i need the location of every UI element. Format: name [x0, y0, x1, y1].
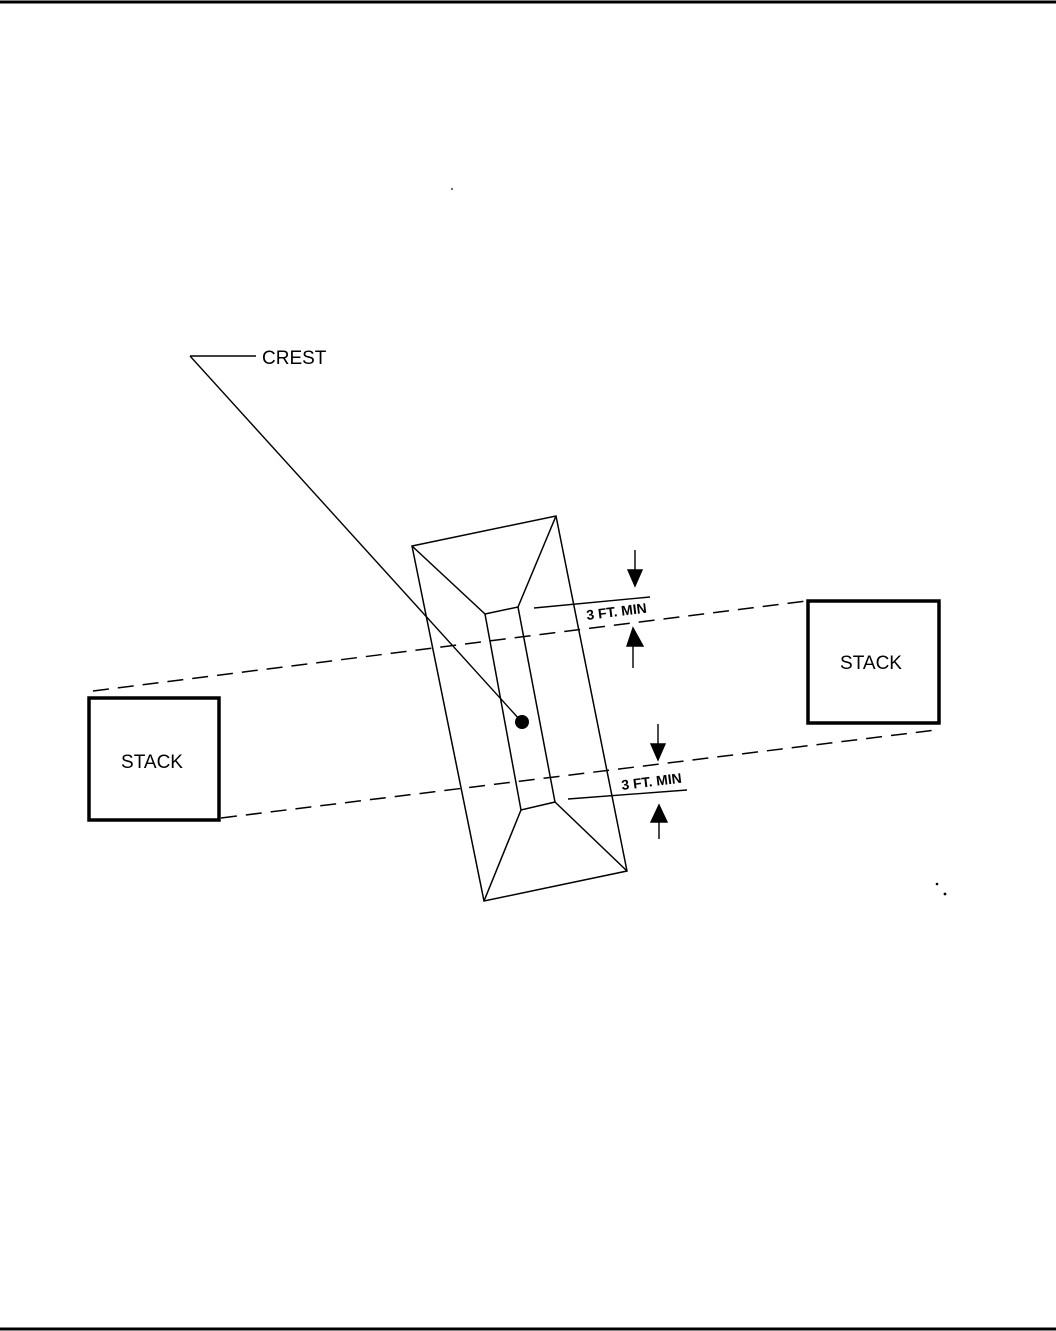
- crest-label: CREST: [262, 348, 327, 369]
- trench-edge-tl: [412, 546, 485, 614]
- dimension-upper-arrow-bottom-icon: [627, 628, 643, 646]
- stray-marks: [451, 188, 946, 895]
- upper-dashed-line: [93, 601, 806, 691]
- stack-left-label: STACK: [121, 752, 183, 773]
- speck-mark: [451, 188, 453, 190]
- dimension-lower-arrow-top-icon: [651, 744, 665, 760]
- trench-outer-outline: [412, 516, 627, 901]
- crest-leader-diagonal: [190, 356, 520, 720]
- crest-point-marker: [515, 715, 529, 729]
- dimension-lower-label: 3 FT. MIN: [620, 770, 682, 793]
- stack-right-label: STACK: [840, 653, 902, 674]
- dimension-upper-arrow-top-icon: [628, 570, 642, 586]
- trench-edge-tr: [518, 516, 556, 607]
- lower-dashed-line: [221, 730, 936, 818]
- trench-edge-br: [555, 802, 627, 871]
- crest-leader: [190, 356, 520, 720]
- dimension-upper-label: 3 FT. MIN: [585, 600, 647, 623]
- trench-pit: [412, 516, 627, 901]
- speck-mark: [944, 893, 947, 896]
- speck-mark: [936, 883, 939, 886]
- trench-edge-bl: [484, 810, 521, 901]
